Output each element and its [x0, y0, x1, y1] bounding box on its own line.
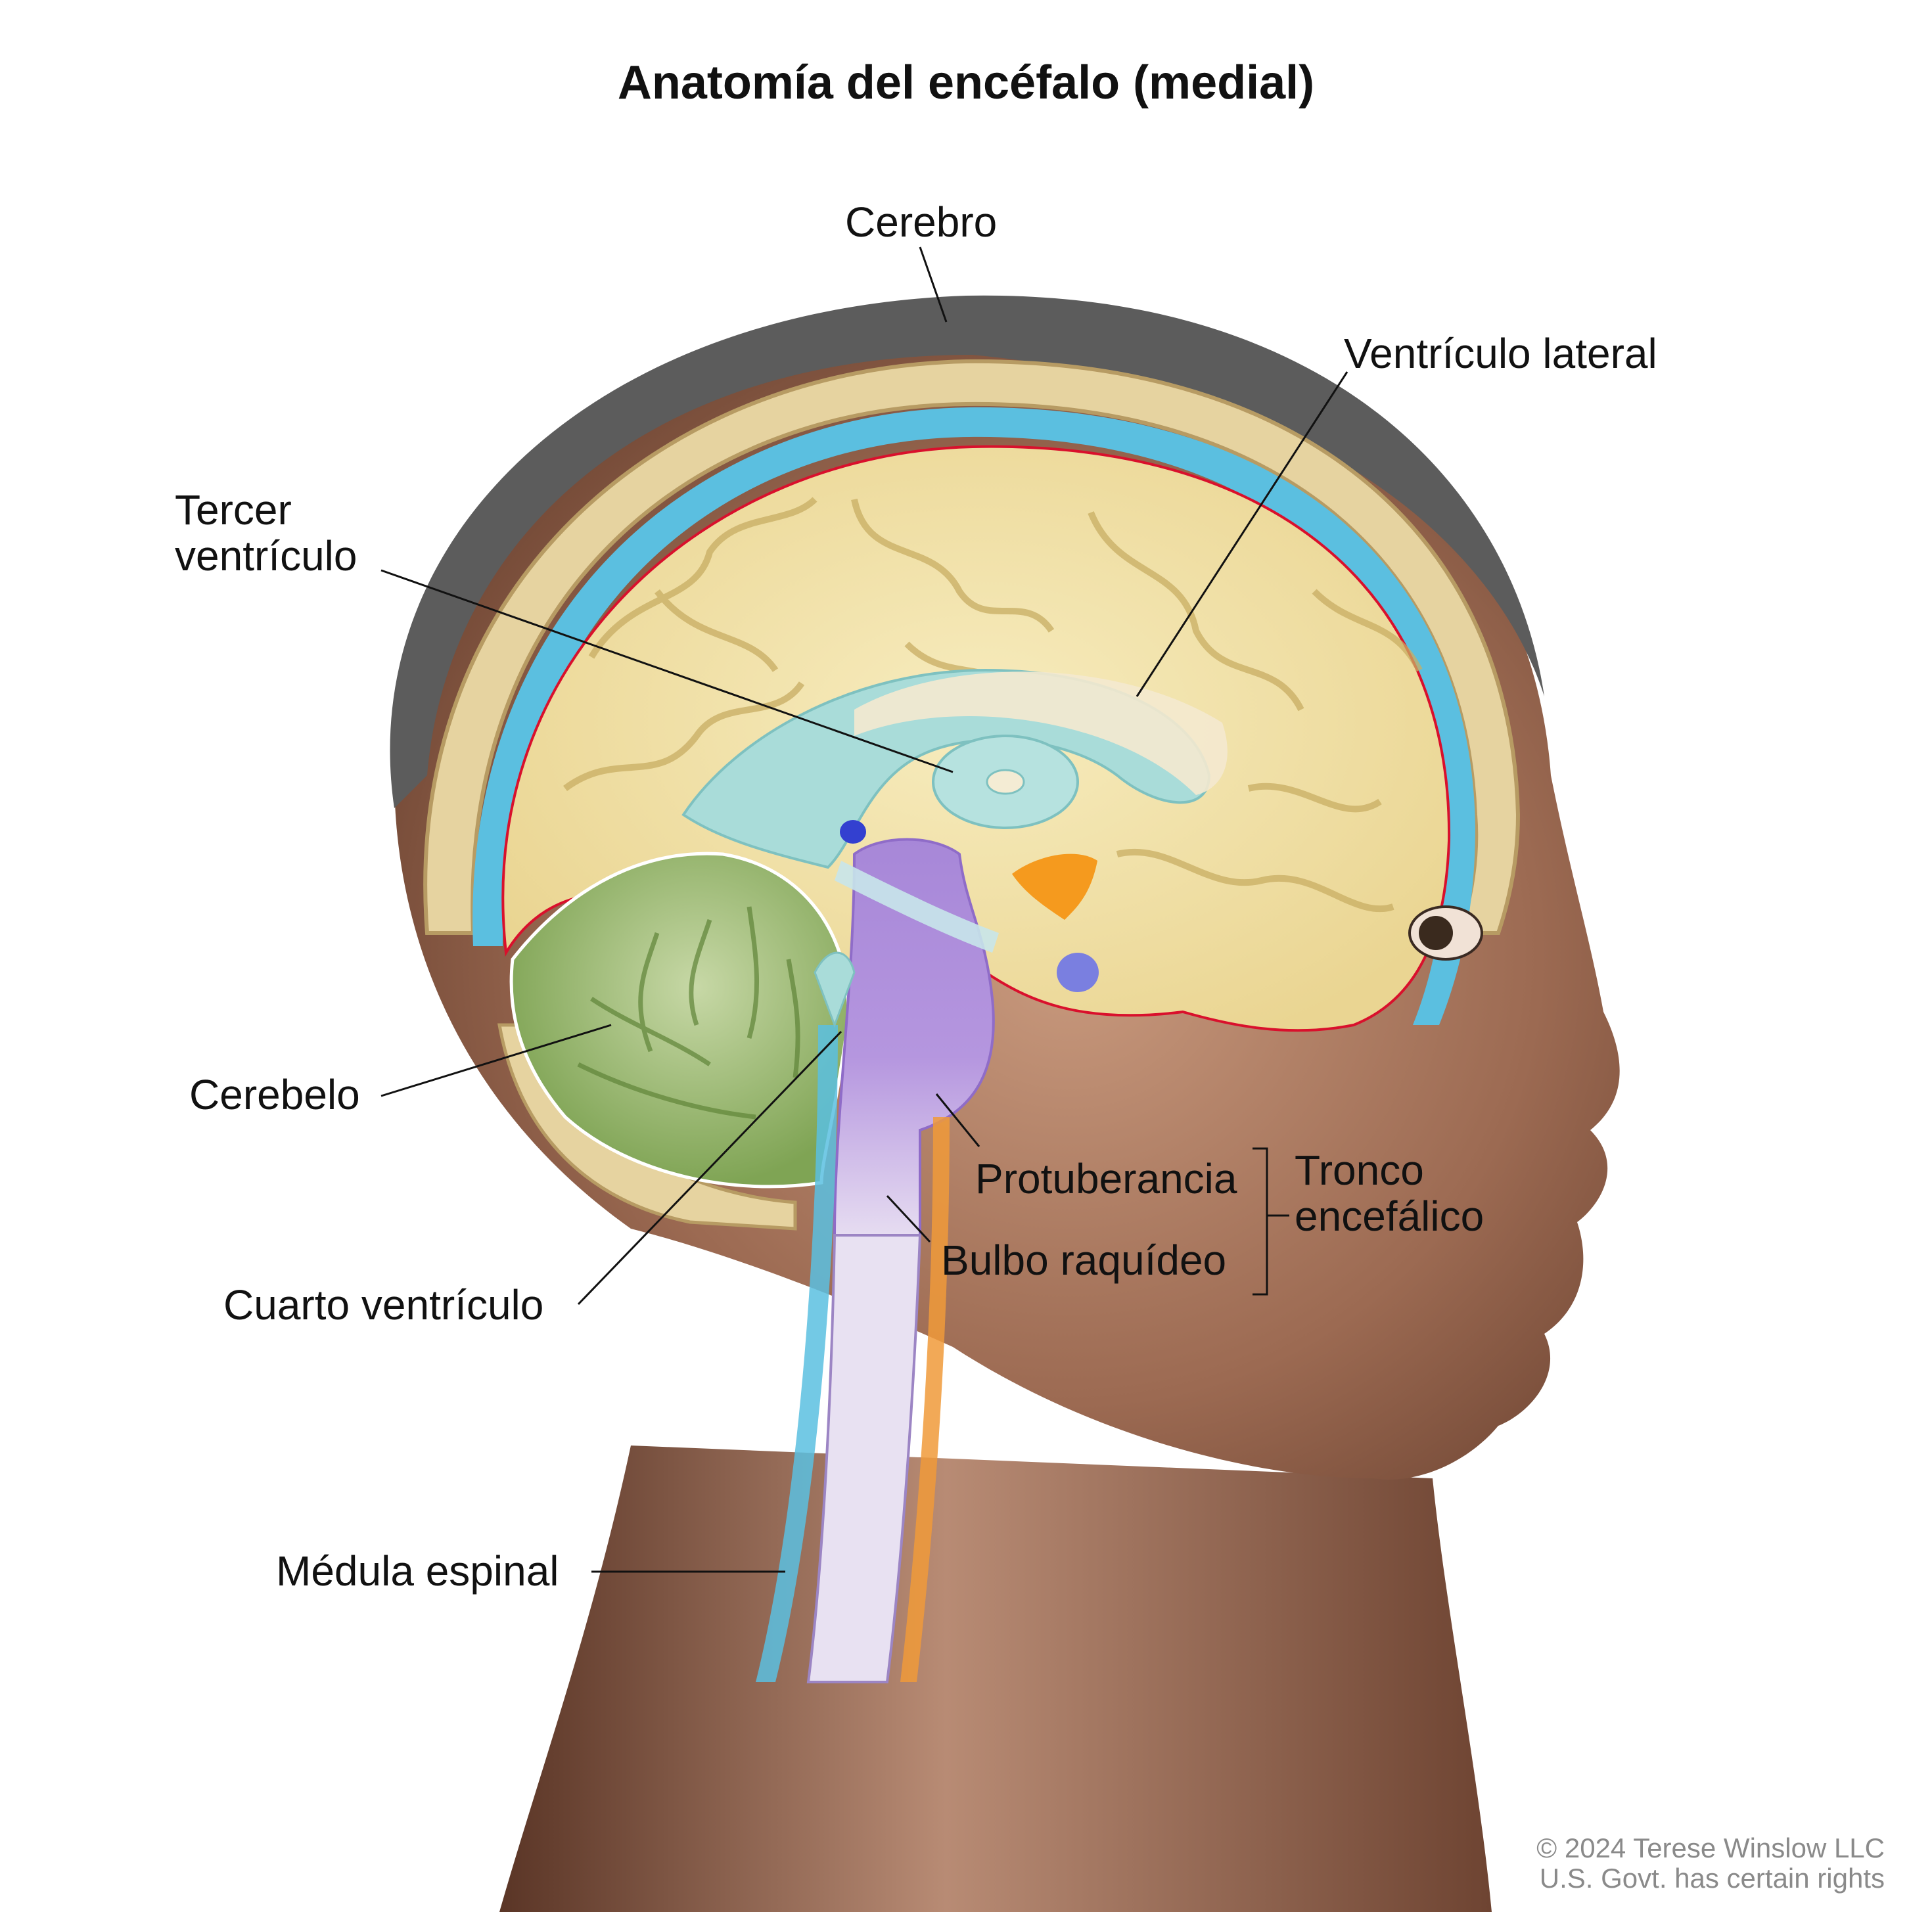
copyright-credit: © 2024 Terese Winslow LLC U.S. Govt. has…	[1536, 1833, 1885, 1894]
brainstem	[833, 838, 995, 1237]
spinal-dura	[900, 1117, 950, 1682]
spinal-csf	[756, 1025, 838, 1682]
cerebral-aqueduct	[835, 861, 999, 953]
label-tercer-ventriculo-1: Tercer	[175, 486, 292, 534]
label-tronco-1: Tronco	[1295, 1147, 1424, 1194]
label-cuarto-ventriculo: Cuarto ventrículo	[223, 1281, 544, 1329]
thalamic-adhesion	[986, 769, 1025, 795]
cerebellar-folia	[577, 906, 800, 1120]
diagram-title: Anatomía del encéfalo (medial)	[617, 57, 1315, 109]
pituitary-region	[1012, 854, 1097, 920]
label-medula-espinal: Médula espinal	[276, 1547, 559, 1595]
pituitary-gland	[1057, 953, 1099, 992]
fourth-ventricle	[814, 951, 856, 1028]
iris	[1419, 916, 1453, 950]
label-tronco-2: encefálico	[1295, 1193, 1484, 1240]
gyri	[563, 497, 1423, 913]
credit-line-2: U.S. Govt. has certain rights	[1539, 1863, 1885, 1894]
label-protuberancia: Protuberancia	[975, 1155, 1237, 1202]
corpus-callosum	[854, 671, 1228, 795]
leader-lines	[380, 246, 1348, 1573]
label-cerebro: Cerebro	[845, 198, 998, 246]
label-ventriculo-lateral: Ventrículo lateral	[1344, 330, 1657, 377]
label-cerebelo: Cerebelo	[189, 1071, 360, 1118]
label-tercer-ventriculo-2: ventrículo	[175, 532, 357, 580]
neck	[499, 1445, 1492, 1912]
credit-line-1: © 2024 Terese Winslow LLC	[1536, 1832, 1885, 1863]
skull	[423, 359, 1521, 935]
pineal-gland	[840, 820, 866, 844]
spinal-cord	[806, 1234, 922, 1683]
label-bulbo-raquideo: Bulbo raquídeo	[941, 1237, 1227, 1284]
